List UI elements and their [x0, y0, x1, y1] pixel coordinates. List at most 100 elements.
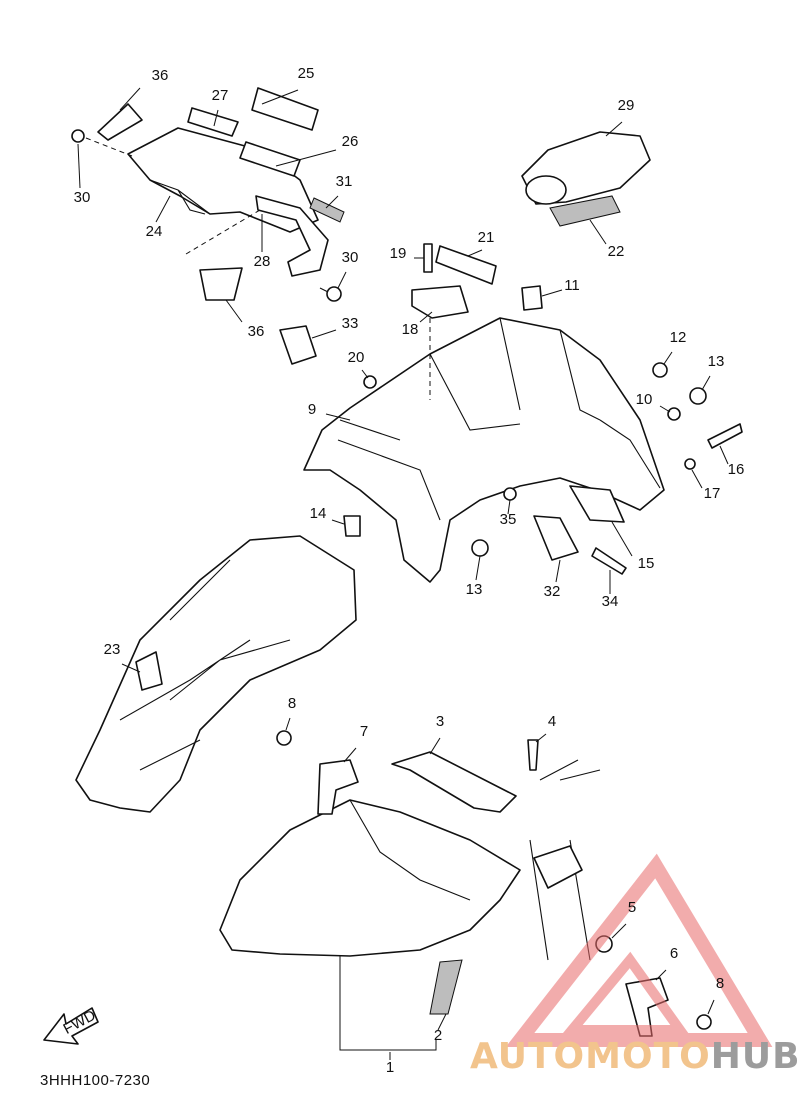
inner-fender-group: [75, 535, 357, 813]
diagram-code: 3HHH100-7230: [40, 1072, 151, 1089]
callout-18: 18: [402, 321, 419, 338]
leader-line-2: [437, 1013, 447, 1031]
callout-7: 7: [360, 723, 368, 740]
part-8-bolt: [276, 730, 292, 746]
leader-line-21: [467, 249, 483, 257]
part-34-screw: [591, 547, 627, 575]
leader-line-10: [659, 405, 671, 413]
leader-line-15: [611, 521, 633, 557]
callout-30: 30: [342, 249, 359, 266]
leader-line-36: [119, 87, 141, 111]
callout-30: 30: [74, 189, 91, 206]
callout-20: 20: [348, 349, 365, 366]
leader-line-13: [475, 555, 481, 581]
callout-36: 36: [248, 323, 265, 340]
callout-12: 12: [670, 329, 687, 346]
part-7-bracket: [317, 759, 359, 815]
leader-lines: [77, 87, 729, 1060]
watermark-part1: AUTOMOTO: [470, 1036, 711, 1077]
leader-line-17: [691, 469, 703, 489]
callout-33: 33: [342, 315, 359, 332]
watermark-text: AUTOMOTOHUB: [470, 1036, 800, 1077]
leader-line-30: [77, 143, 81, 189]
callout-8: 8: [288, 695, 296, 712]
leader-line-12: [663, 351, 673, 365]
part-33-clip: [279, 325, 317, 365]
leader-line-25: [261, 89, 299, 105]
part-4-bolt: [527, 739, 539, 771]
fwd-label: FWD: [60, 1007, 98, 1038]
part-15-reflector: [569, 485, 625, 523]
part-30-bolt-lower: [326, 286, 342, 302]
callout-31: 31: [336, 173, 353, 190]
leader-line-13: [701, 375, 711, 391]
callout-8: 8: [716, 975, 724, 992]
part-3-stay: [391, 751, 517, 813]
single-seat-cover-group: [521, 131, 651, 227]
leader-line-26: [275, 149, 337, 167]
callout-11: 11: [564, 277, 580, 294]
part-21-strap: [435, 245, 497, 285]
part-13-bolt-upper: [689, 387, 707, 405]
part-16-screw: [707, 423, 743, 449]
leader-line-18: [419, 311, 433, 323]
rear-seat-cowl-group: [71, 87, 345, 302]
part-12-grommet: [652, 362, 668, 378]
callout-5: 5: [628, 899, 636, 916]
watermark-logo-icon: [505, 853, 773, 1047]
leader-line-7: [343, 747, 357, 763]
part-30-bolt: [71, 129, 85, 143]
callout-36: 36: [152, 67, 169, 84]
callout-1: 1: [386, 1059, 394, 1076]
part-10-nut: [667, 407, 681, 421]
part-2-reflector: [429, 959, 463, 1015]
rear-fender-group: [279, 243, 743, 583]
leader-line-5: [611, 923, 627, 939]
callout-16: 16: [728, 461, 745, 478]
leader-line-14: [331, 519, 345, 525]
leader-line-3: [429, 737, 441, 755]
callout-27: 27: [212, 87, 229, 104]
leader-line-4: [535, 733, 547, 743]
part-13-bolt: [471, 539, 489, 557]
callout-21: 21: [478, 229, 495, 246]
part-23-clip: [135, 651, 163, 691]
leader-line-36: [225, 299, 243, 323]
callout-19: 19: [390, 245, 407, 262]
leader-line-27: [213, 109, 219, 127]
callout-15: 15: [638, 555, 655, 572]
leader-line-8: [707, 999, 715, 1015]
fork-tube: [529, 759, 601, 961]
part-8-bolt-lower: [696, 1014, 712, 1030]
part-11-grommet: [521, 285, 543, 311]
leader-line-23: [121, 663, 141, 673]
part-28-bracket: [255, 195, 329, 277]
callout-2: 2: [434, 1027, 442, 1044]
callout-24: 24: [146, 223, 163, 240]
callout-13: 13: [708, 353, 725, 370]
part-31-grommet: [309, 197, 345, 223]
callout-3: 3: [436, 713, 444, 730]
leader-line-31: [325, 195, 339, 209]
callout-6: 6: [670, 945, 678, 962]
callout-22: 22: [608, 243, 625, 260]
callout-9: 9: [308, 401, 316, 418]
leader-line-30: [337, 271, 347, 289]
callout-35: 35: [500, 511, 517, 528]
callout-32: 32: [544, 583, 561, 600]
part-36-upper-decal: [97, 103, 143, 141]
leader-line-33: [311, 329, 337, 339]
part-26-strip: [239, 141, 301, 177]
leader-line-9: [325, 413, 351, 421]
part-18-bracket: [411, 285, 469, 319]
callout-17: 17: [704, 485, 721, 502]
leader-line-22: [589, 219, 607, 245]
part-17-washer: [684, 458, 696, 470]
leader-line-32: [555, 559, 561, 583]
part-23-inner-fender: [75, 535, 357, 813]
leader-line-6: [655, 969, 667, 981]
callout-4: 4: [548, 713, 556, 730]
part-22-pad: [549, 195, 621, 227]
callout-28: 28: [254, 253, 271, 270]
